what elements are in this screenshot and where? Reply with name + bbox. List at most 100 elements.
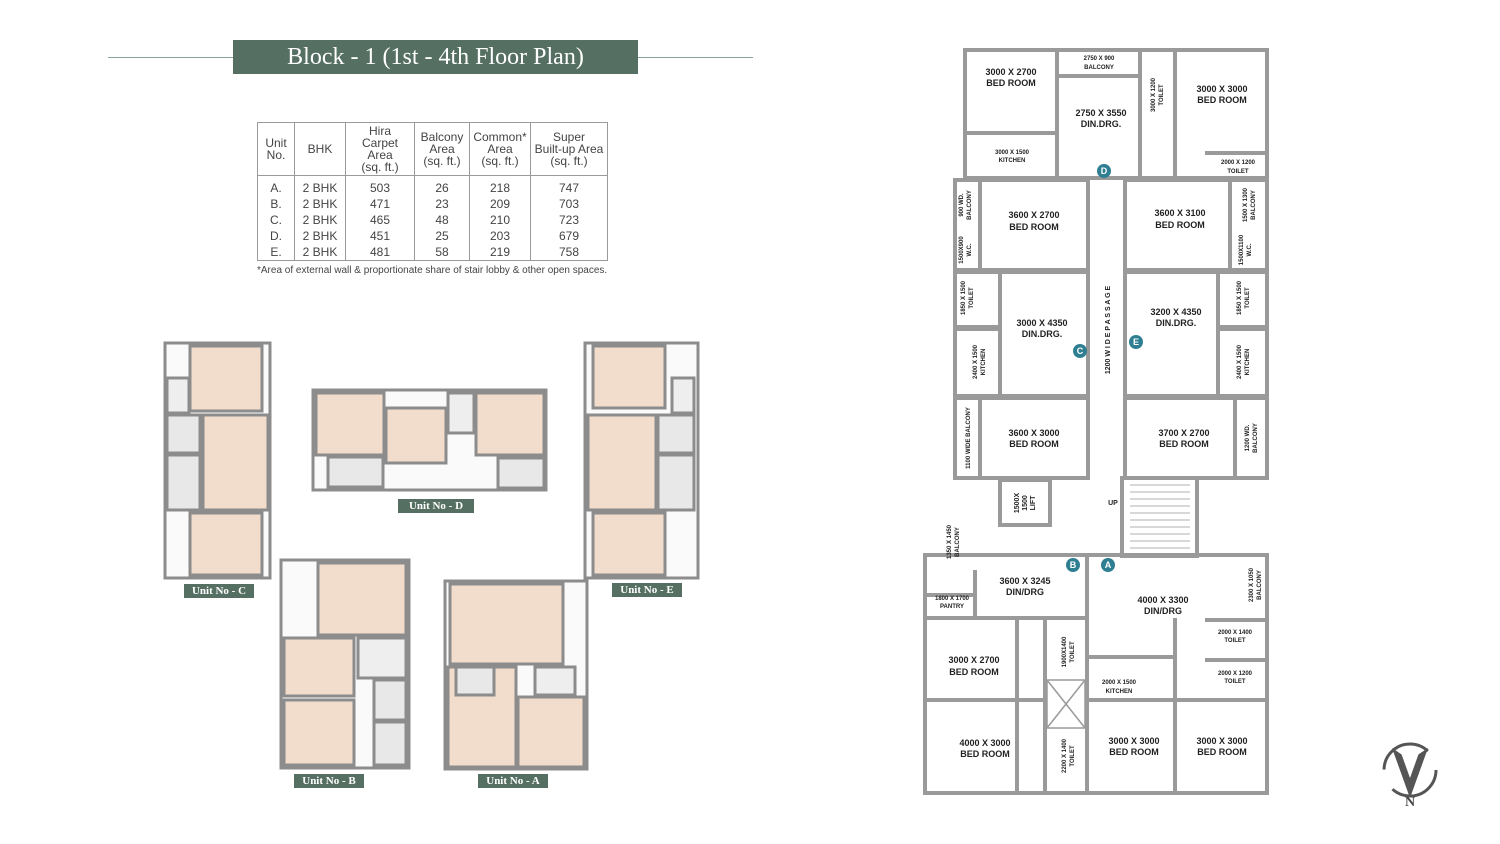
room-11-dim: 1500 X 1300 bbox=[1243, 187, 1249, 222]
room-10-name: BED ROOM bbox=[1155, 220, 1205, 230]
room-35-name: TOILET bbox=[1070, 745, 1076, 767]
room-21-dim: 3600 X 3000 bbox=[1008, 428, 1059, 438]
marker-c: C bbox=[1077, 346, 1084, 356]
room-1-dim: 3000 X 2700 bbox=[985, 67, 1036, 77]
room-27-dim: 2300 X 1050 bbox=[1249, 567, 1255, 602]
cell-unit: C. bbox=[257, 212, 295, 228]
cell-bhk: 2 BHK bbox=[294, 196, 346, 212]
room-32-dim: 2000 X 1500 bbox=[1102, 680, 1137, 686]
room-13-name: W.C. bbox=[1247, 243, 1253, 256]
marker-a-circle bbox=[1101, 558, 1115, 572]
unit-label-e: Unit No - E bbox=[612, 583, 682, 597]
room-17-dim: 1850 X 1500 bbox=[1237, 280, 1243, 315]
room-9-dim: 3600 X 2700 bbox=[1008, 210, 1059, 220]
room-29-name: TOILET bbox=[1224, 638, 1246, 644]
table-row: C. 2 BHK 465 48 210 723 bbox=[257, 212, 608, 228]
lift-label-1: 1500X bbox=[1014, 493, 1021, 514]
room-5-name: BED ROOM bbox=[1197, 95, 1247, 105]
cell-carpet: 451 bbox=[345, 228, 415, 244]
unit-label-c: Unit No - C bbox=[184, 584, 254, 598]
title-rule-left bbox=[108, 57, 233, 58]
room-33-name: TOILET bbox=[1224, 679, 1246, 685]
cell-carpet: 481 bbox=[345, 244, 415, 261]
room-5-dim: 3000 X 3000 bbox=[1196, 84, 1247, 94]
room-28-name: PANTRY bbox=[940, 604, 964, 610]
marker-b: B bbox=[1070, 560, 1077, 570]
room-23-name: BALCONY bbox=[1253, 423, 1259, 453]
cell-super: 747 bbox=[530, 175, 608, 196]
room-19-dim: 2400 X 1500 bbox=[1237, 344, 1243, 379]
cell-balcony: 48 bbox=[414, 212, 470, 228]
title-rule-right bbox=[638, 57, 753, 58]
room-30-dim: 3000 X 2700 bbox=[948, 655, 999, 665]
room-12-dim: 1500X900 bbox=[959, 236, 965, 264]
cell-super: 703 bbox=[530, 196, 608, 212]
cell-common: 203 bbox=[469, 228, 531, 244]
stair-treads bbox=[1130, 484, 1190, 549]
room-14-name: TOILET bbox=[969, 287, 975, 309]
cell-bhk: 2 BHK bbox=[294, 244, 346, 261]
unit-label-d: Unit No - D bbox=[398, 499, 474, 513]
room-34-dim: 4000 X 3000 bbox=[959, 738, 1010, 748]
room-1-name: BED ROOM bbox=[986, 78, 1036, 88]
marker-c-circle bbox=[1073, 344, 1087, 358]
table-row: D. 2 BHK 451 25 203 679 bbox=[257, 228, 608, 244]
unit-d-plan bbox=[311, 388, 548, 492]
room-14-dim: 1850 X 1500 bbox=[961, 280, 967, 315]
room-23-dim: 1200 WD. bbox=[1245, 424, 1251, 451]
room-9-name: BED ROOM bbox=[1009, 222, 1059, 232]
unit-c-plan bbox=[163, 341, 272, 580]
room-6-dim: 3000 X 1500 bbox=[995, 150, 1030, 156]
marker-e: E bbox=[1133, 337, 1139, 347]
room-2-name: BALCONY bbox=[1084, 65, 1114, 71]
room-26-name: DIN/DRG bbox=[1144, 606, 1182, 616]
room-24-dim: 1350 X 1450 bbox=[947, 524, 953, 559]
cell-carpet: 503 bbox=[345, 175, 415, 196]
room-33-dim: 2000 X 1200 bbox=[1218, 671, 1253, 677]
compass-letter: N bbox=[1405, 795, 1415, 810]
room-30-name: BED ROOM bbox=[949, 667, 999, 677]
unit-b-plan bbox=[279, 558, 411, 770]
cell-common: 209 bbox=[469, 196, 531, 212]
unit-markers: D C E B A bbox=[1066, 164, 1143, 572]
room-18-dim: 2400 X 1500 bbox=[973, 344, 979, 379]
room-27-name: BALCONY bbox=[1257, 570, 1263, 600]
cell-unit: D. bbox=[257, 228, 295, 244]
compass-icon: N bbox=[1382, 742, 1438, 810]
table-row: B. 2 BHK 471 23 209 703 bbox=[257, 196, 608, 212]
room-19-name: KITCHEN bbox=[1245, 349, 1251, 376]
cell-super: 723 bbox=[530, 212, 608, 228]
marker-d: D bbox=[1101, 166, 1108, 176]
room-12-name: W.C. bbox=[967, 243, 973, 256]
room-15-dim: 3000 X 4350 bbox=[1016, 318, 1067, 328]
room-7-dim: 2000 X 1200 bbox=[1221, 160, 1256, 166]
room-35-dim: 2200 X 1400 bbox=[1062, 738, 1068, 773]
room-6-name: KITCHEN bbox=[999, 158, 1026, 164]
page-title: Block - 1 (1st - 4th Floor Plan) bbox=[233, 40, 638, 74]
room-labels: 3000 X 2700 BED ROOM 2750 X 900 BALCONY … bbox=[935, 56, 1256, 759]
cell-bhk: 2 BHK bbox=[294, 175, 346, 196]
room-37-name: BED ROOM bbox=[1197, 747, 1247, 757]
room-18-name: KITCHEN bbox=[981, 349, 987, 376]
room-32-name: KITCHEN bbox=[1106, 689, 1133, 695]
room-3-name: DIN.DRG. bbox=[1081, 119, 1122, 129]
room-3-dim: 2750 X 3550 bbox=[1075, 108, 1126, 118]
cell-common: 210 bbox=[469, 212, 531, 228]
room-25-name: DIN/DRG bbox=[1006, 587, 1044, 597]
table-row: E. 2 BHK 481 58 219 758 bbox=[257, 244, 608, 261]
room-26-dim: 4000 X 3300 bbox=[1137, 595, 1188, 605]
room-25-dim: 3600 X 3245 bbox=[999, 576, 1050, 586]
room-34-name: BED ROOM bbox=[960, 749, 1010, 759]
room-16-dim: 3200 X 4350 bbox=[1150, 307, 1201, 317]
room-21-name: BED ROOM bbox=[1009, 439, 1059, 449]
unit-e-plan bbox=[583, 341, 700, 580]
marker-b-circle bbox=[1066, 558, 1080, 572]
cell-super: 679 bbox=[530, 228, 608, 244]
room-8-name: BALCONY bbox=[967, 190, 973, 220]
up-label: UP bbox=[1108, 500, 1118, 507]
